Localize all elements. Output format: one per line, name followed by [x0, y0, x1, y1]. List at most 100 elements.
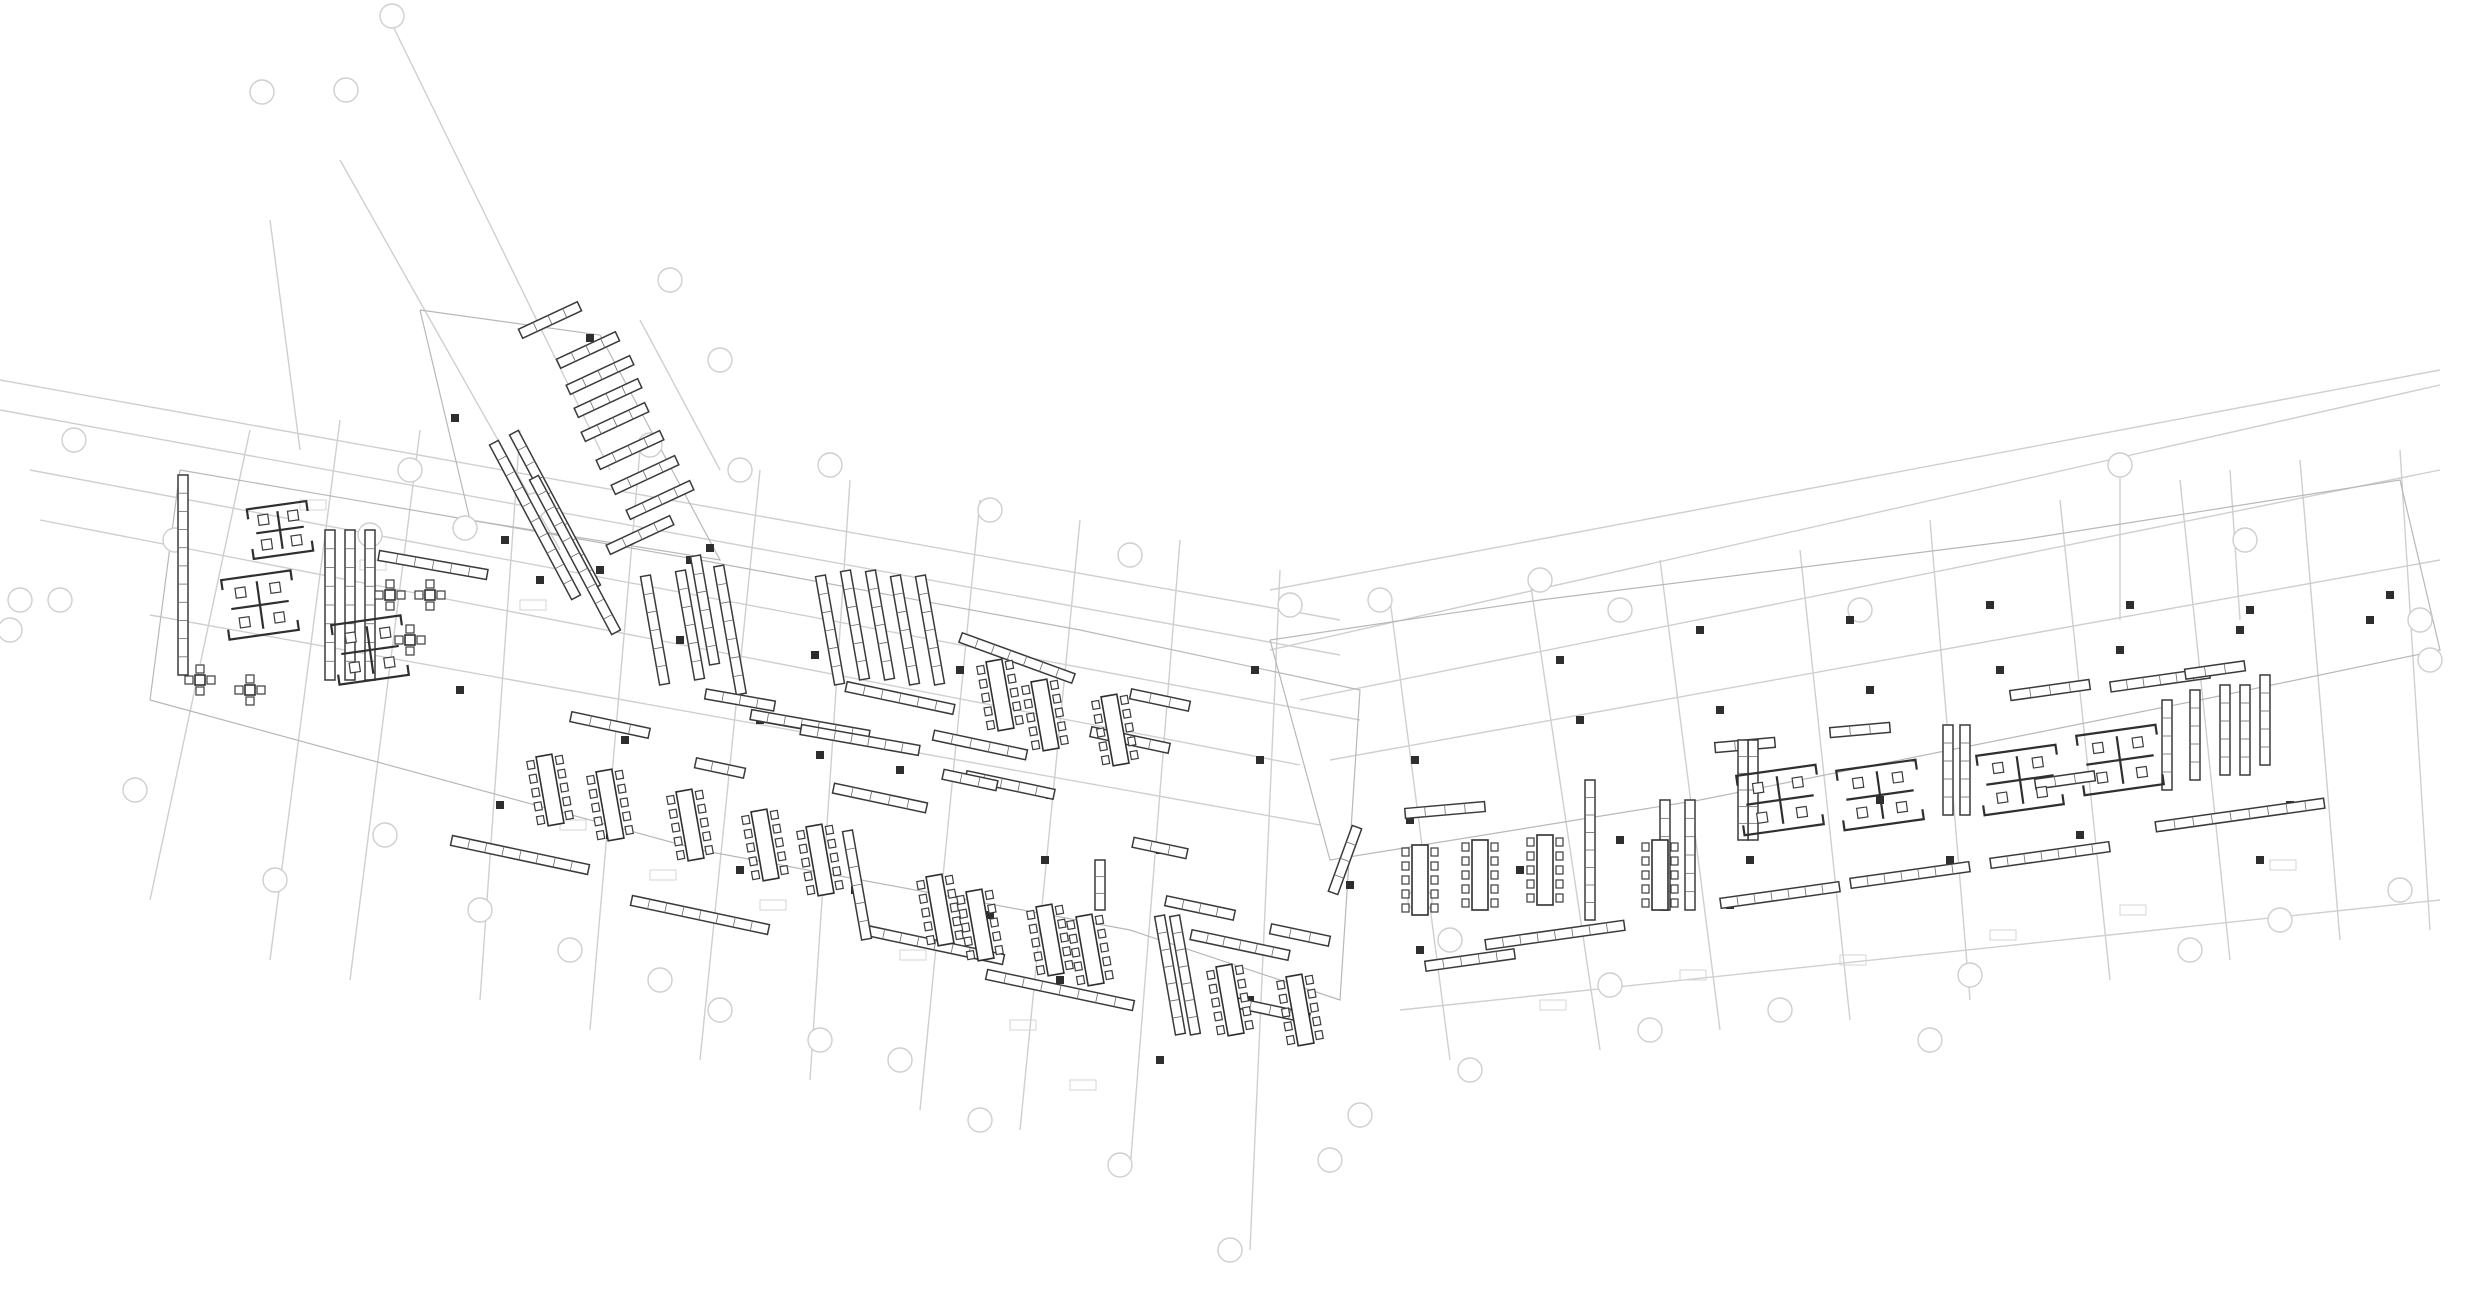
table-top: [1285, 973, 1315, 1047]
bookshelf-body: [1131, 836, 1189, 860]
chair: [385, 579, 395, 589]
chair: [918, 893, 929, 904]
chair: [1526, 851, 1535, 861]
bookshelf-divider: [733, 674, 744, 677]
table-top: [965, 888, 995, 962]
chair: [1430, 861, 1439, 871]
bookshelf-divider: [627, 445, 633, 455]
bookshelf-divider: [1951, 864, 1954, 875]
chair: [985, 719, 996, 731]
chair: [1052, 693, 1062, 704]
bookshelf-divider: [2073, 773, 2076, 784]
grid-bubble: [1457, 1057, 1483, 1083]
bookshelf-divider: [553, 521, 564, 527]
bookshelf-divider: [467, 839, 471, 850]
bookshelf-divider: [535, 853, 539, 864]
bookshelf-divider: [2023, 853, 2026, 864]
chair: [1304, 974, 1315, 986]
bookshelf-divider: [1866, 875, 1869, 886]
chair: [960, 922, 971, 933]
grid-bubble-ring: [2387, 877, 2413, 903]
bookshelf-divider: [855, 901, 866, 905]
bookshelf-divider: [637, 530, 643, 540]
chair: [590, 802, 601, 813]
chair: [673, 836, 683, 847]
dimension-mark: [649, 869, 677, 881]
grid-bubble: [1217, 1237, 1243, 1263]
column: [1716, 706, 1724, 714]
bookshelf: [555, 330, 621, 370]
column: [1041, 856, 1049, 864]
grid-bubble: [2407, 607, 2433, 633]
reading-table: [741, 808, 789, 882]
chair: [416, 635, 426, 645]
chair: [383, 656, 396, 669]
column: [1056, 976, 1064, 984]
chair: [195, 664, 205, 674]
bookshelf-divider: [1172, 931, 1183, 935]
grid-line: [2299, 459, 2341, 941]
column: [1416, 946, 1424, 954]
bookshelf-divider: [650, 628, 660, 632]
bookshelf-divider: [611, 452, 617, 463]
bookshelf: [639, 574, 671, 686]
bookshelf-divider: [833, 730, 836, 741]
bookshelf-body: [1719, 880, 1841, 910]
bookshelf-divider: [467, 566, 471, 577]
grid-bubble-ring: [707, 347, 733, 373]
grid-bubble: [47, 587, 73, 613]
chair: [245, 696, 255, 706]
grid-bubble: [1957, 962, 1983, 988]
chair: [535, 814, 546, 826]
reading-table: [1021, 678, 1069, 752]
chair: [1021, 684, 1031, 696]
chair: [1126, 736, 1137, 747]
bookshelf-divider: [1021, 977, 1025, 988]
chair: [741, 814, 751, 826]
chair: [779, 864, 789, 876]
grid-line: [1329, 559, 2441, 761]
bookshelf: [1959, 724, 1971, 816]
reading-table: [796, 823, 844, 897]
chair: [234, 586, 247, 599]
bookshelf: [573, 377, 643, 419]
bookshelf-body: [1268, 922, 1332, 948]
chair: [1073, 961, 1083, 972]
bookshelf-divider: [578, 567, 588, 574]
bookshelf-divider: [974, 638, 979, 649]
grid-line: [589, 449, 641, 1031]
bookshelf-divider: [525, 460, 535, 467]
pod-partition: [219, 569, 301, 641]
bookshelf-divider: [703, 626, 714, 630]
bookshelf-divider: [721, 691, 725, 702]
chair: [2095, 771, 2109, 784]
bookshelf-divider: [2057, 848, 2060, 859]
chair: [1641, 898, 1650, 908]
bookshelf-divider: [664, 902, 668, 913]
bookshelf-divider: [867, 736, 870, 747]
bookshelf-body: [1128, 687, 1192, 713]
bookshelf-divider: [1271, 946, 1275, 957]
bookshelf-divider: [825, 628, 835, 632]
bookshelf-divider: [729, 656, 740, 659]
column: [1986, 601, 1994, 609]
chair: [621, 811, 632, 822]
bookshelf-divider: [916, 936, 920, 947]
column: [706, 544, 714, 552]
grid-bubble-ring: [2232, 527, 2258, 553]
grid-bubble-ring: [333, 77, 359, 103]
pod-partition: [245, 499, 315, 561]
bookshelf: [580, 401, 650, 443]
bookshelf-divider: [563, 579, 573, 585]
bookshelf-divider: [931, 664, 942, 668]
bookshelf-divider: [537, 490, 547, 496]
bookshelf-divider: [1268, 1005, 1272, 1015]
bookshelf-divider: [726, 764, 730, 775]
grid-bubble: [1347, 1102, 1373, 1128]
chair: [1068, 933, 1079, 944]
bookshelf-divider: [977, 776, 981, 787]
grid-bubble: [1637, 1017, 1663, 1043]
chair: [772, 823, 782, 834]
bookshelf: [595, 429, 665, 471]
chair: [245, 674, 255, 684]
